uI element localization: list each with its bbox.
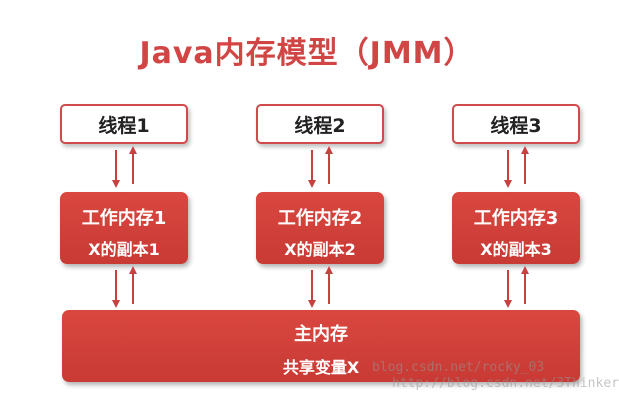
working-memory-3-copy: X的副本3 [480,240,552,259]
thread-1-box: 线程1 [60,104,188,144]
working-memory-1-label: 工作内存1 [81,208,167,229]
thread-2-label: 线程2 [294,114,346,137]
thread-3-box: 线程3 [452,104,580,144]
working-memory-3-label: 工作内存3 [473,208,559,229]
working-memory-1-copy: X的副本1 [88,240,160,259]
watermark-1: blog.csdn.net/rocky_03 [372,360,545,375]
working-memory-2-copy: X的副本2 [284,240,356,259]
working-memory-2-label: 工作内存2 [277,208,363,229]
working-memory-2-box: 工作内存2 X的副本2 [256,192,384,264]
shared-variable-label: 共享变量X [282,358,360,377]
thread-2-box: 线程2 [256,104,384,144]
main-memory-box: 主内存 共享变量X [62,310,580,382]
thread-3-label: 线程3 [490,114,542,137]
watermark-2: http://blog.csdn.net/3Thinker [392,376,619,391]
working-memory-3-box: 工作内存3 X的副本3 [452,192,580,264]
main-memory-label: 主内存 [294,324,348,345]
diagram-title: Java内存模型（JMM） [139,36,475,71]
working-memory-1-box: 工作内存1 X的副本1 [60,192,188,264]
thread-1-label: 线程1 [98,114,150,137]
